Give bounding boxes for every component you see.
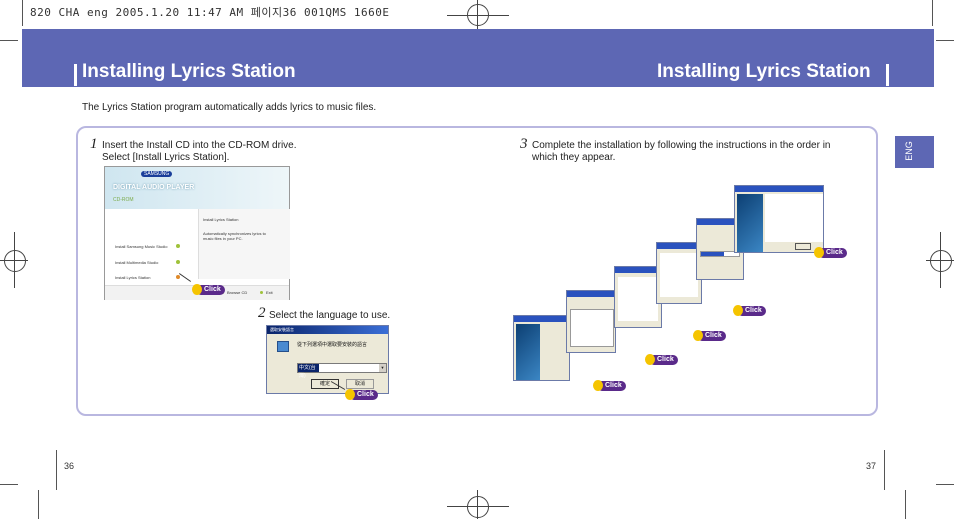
registration-mark-icon <box>930 250 952 272</box>
title-accent-bar <box>74 64 77 86</box>
installer-header <box>105 167 289 209</box>
step-2-text: Select the language to use. <box>269 310 391 321</box>
wizard-body <box>765 194 823 242</box>
wizard-side-image <box>737 194 763 252</box>
language-select[interactable]: 中文(台灣) ▼ <box>297 363 387 379</box>
ok-button[interactable]: 確定 <box>311 379 339 389</box>
crop-mark <box>932 0 933 26</box>
chevron-down-icon[interactable]: ▼ <box>379 364 386 372</box>
install-panel-title: Install Lyrics Station <box>203 217 239 222</box>
license-text-area <box>570 309 614 347</box>
crop-mark <box>936 40 954 41</box>
registration-line <box>447 506 509 507</box>
crop-mark <box>936 484 954 485</box>
language-tab-label: ENG <box>903 141 914 161</box>
wizard-body <box>618 277 658 321</box>
step-3-line1: Complete the installation by following t… <box>532 140 831 151</box>
page-title-left: Installing Lyrics Station <box>82 61 296 82</box>
step-1-line1: Insert the Install CD into the CD-ROM dr… <box>102 140 297 151</box>
install-panel-desc-line: Automatically synchronizes lyrics to <box>203 231 266 236</box>
install-menu-item-2[interactable]: Install Multimedia Studio <box>115 260 159 265</box>
product-name: DIGITAL AUDIO PLAYER <box>113 184 195 191</box>
dialog-prompt: 從下列選項中選取要安裝的語言 <box>297 342 368 348</box>
crop-mark <box>56 450 57 490</box>
crop-mark <box>38 490 39 519</box>
page-number-left: 36 <box>64 461 75 471</box>
click-badge: Click <box>733 305 766 316</box>
menu-bullet-icon <box>176 275 180 279</box>
product-subtitle: CD-ROM <box>113 197 134 203</box>
page-number-right: 37 <box>866 461 877 471</box>
title-accent-bar <box>886 64 889 86</box>
wizard-body <box>660 253 698 297</box>
step-2-number: 2 <box>258 305 266 321</box>
install-panel-desc: Automatically synchronizes lyrics to mus… <box>203 231 266 241</box>
registration-line <box>940 232 941 288</box>
dialog-titlebar <box>267 326 388 334</box>
dialog-title: 選取安裝語言 <box>270 327 294 332</box>
installer-window-6 <box>734 185 824 253</box>
click-badge: Click <box>645 354 678 365</box>
window-titlebar <box>567 291 615 297</box>
print-slug: 820 CHA eng 2005.1.20 11:47 AM 페이지36 001… <box>30 6 390 19</box>
cancel-button[interactable]: 取消 <box>346 379 374 389</box>
step-3-text: Complete the installation by following t… <box>532 140 831 164</box>
click-badge: Click <box>593 380 626 391</box>
click-badge: Click <box>814 247 847 258</box>
crop-mark <box>884 450 885 490</box>
registration-mark-icon <box>4 250 26 272</box>
progress-bar-fill <box>701 252 724 256</box>
page-title-right: Installing Lyrics Station <box>657 61 871 82</box>
registration-line <box>477 490 478 519</box>
installer-window-3 <box>614 266 662 328</box>
wizard-side-image <box>516 324 540 380</box>
exit-bullet-icon <box>260 291 263 294</box>
install-panel-desc-line: music files in your PC. <box>203 236 243 241</box>
exit-button[interactable]: Exit <box>266 290 273 295</box>
window-titlebar <box>615 267 661 273</box>
step-3-number: 3 <box>520 136 528 152</box>
menu-bullet-icon <box>176 260 180 264</box>
step-1-line2: Select [Install Lyrics Station]. <box>102 152 230 163</box>
install-menu-item-3[interactable]: Install Lyrics Station <box>115 275 151 280</box>
installer-window-1 <box>513 315 570 381</box>
window-titlebar <box>697 219 743 225</box>
language-dialog: 選取安裝語言 從下列選項中選取要安裝的語言 中文(台灣) ▼ 確定 取消 <box>266 325 389 394</box>
header-banner <box>22 29 934 87</box>
click-badge: Click <box>345 389 378 400</box>
menu-bullet-icon <box>176 244 180 248</box>
click-badge: Click <box>693 330 726 341</box>
registration-mark-icon <box>467 496 489 518</box>
language-tab: ENG <box>895 136 934 168</box>
installer-screenshot: SAMSUNG DIGITAL AUDIO PLAYER CD-ROM Inst… <box>104 166 290 300</box>
registration-line <box>477 0 478 30</box>
language-select-value: 中文(台灣) <box>298 364 319 379</box>
window-titlebar <box>657 243 701 249</box>
registration-line <box>14 232 15 288</box>
crop-mark <box>905 490 906 519</box>
intro-text: The Lyrics Station program automatically… <box>82 102 377 113</box>
crop-mark <box>0 484 18 485</box>
installer-window-4 <box>656 242 702 304</box>
installer-window-2 <box>566 290 616 353</box>
registration-line <box>447 15 509 16</box>
computer-icon <box>277 341 289 352</box>
install-menu-item-1[interactable]: Install Samsung Music Studio <box>115 244 168 249</box>
samsung-logo: SAMSUNG <box>141 171 173 177</box>
crop-mark <box>22 0 23 26</box>
step-3-line2: which they appear. <box>532 152 616 163</box>
click-badge: Click <box>192 284 225 295</box>
finish-button[interactable] <box>795 243 811 250</box>
browse-cd-button[interactable]: Browse CD <box>227 290 248 295</box>
step-1-text: Insert the Install CD into the CD-ROM dr… <box>102 140 297 164</box>
window-titlebar <box>735 186 823 192</box>
progress-bar <box>700 251 740 257</box>
step-1-number: 1 <box>90 136 98 152</box>
installer-menu-panel <box>198 209 290 279</box>
window-titlebar <box>514 316 569 322</box>
crop-mark <box>0 40 18 41</box>
